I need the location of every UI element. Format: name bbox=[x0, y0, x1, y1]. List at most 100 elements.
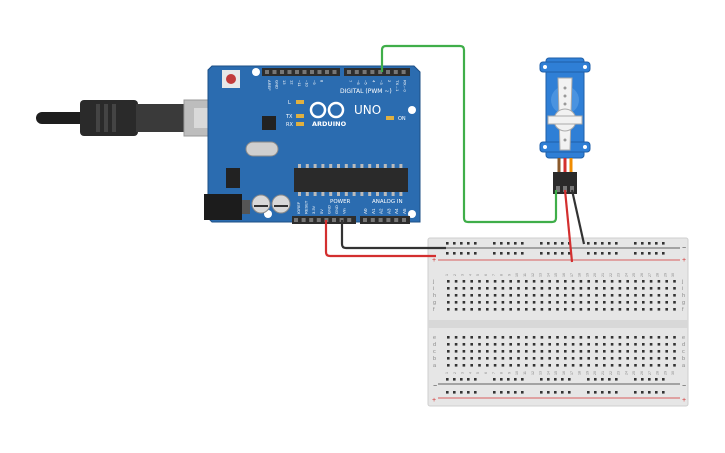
bb-hole[interactable] bbox=[634, 343, 637, 346]
bb-hole[interactable] bbox=[571, 294, 575, 297]
rail-hole[interactable] bbox=[568, 391, 571, 394]
bb-hole[interactable] bbox=[642, 350, 645, 353]
bb-hole[interactable] bbox=[462, 350, 466, 353]
bb-hole[interactable] bbox=[626, 364, 629, 367]
bb-hole[interactable] bbox=[603, 336, 606, 339]
bb-hole[interactable] bbox=[501, 343, 505, 346]
bb-hole[interactable] bbox=[525, 364, 528, 367]
bb-hole[interactable] bbox=[665, 280, 668, 283]
pin-hole[interactable] bbox=[287, 70, 292, 74]
bb-hole[interactable] bbox=[571, 308, 575, 311]
bb-hole[interactable] bbox=[532, 357, 536, 360]
bb-hole[interactable] bbox=[665, 357, 668, 360]
bb-hole[interactable] bbox=[556, 364, 559, 367]
bb-hole[interactable] bbox=[649, 287, 653, 290]
rail-hole[interactable] bbox=[634, 252, 637, 255]
bb-hole[interactable] bbox=[486, 308, 489, 311]
rail-hole[interactable] bbox=[641, 242, 644, 245]
rail-hole[interactable] bbox=[467, 378, 470, 381]
rail-hole[interactable] bbox=[474, 252, 477, 255]
pin-hole[interactable] bbox=[316, 218, 321, 222]
rail-hole[interactable] bbox=[500, 391, 503, 394]
bb-hole[interactable] bbox=[642, 308, 645, 311]
bb-hole[interactable] bbox=[642, 301, 645, 304]
bb-hole[interactable] bbox=[579, 336, 583, 339]
bb-hole[interactable] bbox=[642, 343, 645, 346]
rail-hole[interactable] bbox=[587, 391, 590, 394]
servo-ground-wire[interactable] bbox=[570, 189, 586, 245]
5v-power-wire[interactable] bbox=[324, 220, 436, 258]
bb-hole[interactable] bbox=[587, 336, 590, 339]
digital-pin-holes[interactable] bbox=[265, 70, 406, 74]
bb-hole[interactable] bbox=[501, 294, 505, 297]
bb-hole[interactable] bbox=[665, 287, 668, 290]
bb-hole[interactable] bbox=[626, 357, 629, 360]
bb-hole[interactable] bbox=[564, 294, 567, 297]
pin-hole[interactable] bbox=[332, 70, 337, 74]
bb-hole[interactable] bbox=[462, 343, 466, 346]
rail-hole[interactable] bbox=[641, 391, 644, 394]
rail-hole[interactable] bbox=[554, 378, 557, 381]
bb-hole[interactable] bbox=[486, 280, 489, 283]
bb-hole[interactable] bbox=[571, 280, 575, 283]
bb-hole[interactable] bbox=[665, 364, 668, 367]
bb-hole[interactable] bbox=[470, 287, 473, 290]
pin-hole[interactable] bbox=[363, 218, 367, 222]
bb-hole[interactable] bbox=[493, 287, 497, 290]
bb-hole[interactable] bbox=[447, 287, 450, 290]
bb-hole[interactable] bbox=[587, 287, 590, 290]
bb-hole[interactable] bbox=[525, 280, 528, 283]
bb-hole[interactable] bbox=[478, 308, 481, 311]
bb-hole[interactable] bbox=[478, 364, 481, 367]
bb-hole[interactable] bbox=[673, 280, 676, 283]
bb-hole[interactable] bbox=[525, 350, 528, 353]
rail-hole[interactable] bbox=[507, 391, 510, 394]
rail-hole[interactable] bbox=[453, 242, 456, 245]
bb-hole[interactable] bbox=[618, 294, 622, 297]
bb-hole[interactable] bbox=[454, 301, 458, 304]
bb-hole[interactable] bbox=[610, 350, 614, 353]
bb-hole[interactable] bbox=[665, 343, 668, 346]
bb-hole[interactable] bbox=[447, 343, 450, 346]
bb-hole[interactable] bbox=[579, 280, 583, 283]
rail-hole[interactable] bbox=[493, 252, 496, 255]
bb-hole[interactable] bbox=[501, 308, 505, 311]
bb-hole[interactable] bbox=[665, 294, 668, 297]
bb-hole[interactable] bbox=[540, 280, 544, 283]
bb-hole[interactable] bbox=[454, 343, 458, 346]
rail-hole[interactable] bbox=[493, 242, 496, 245]
bb-hole[interactable] bbox=[501, 301, 505, 304]
pin-hole[interactable] bbox=[378, 218, 383, 222]
rail-hole[interactable] bbox=[615, 391, 618, 394]
bb-hole[interactable] bbox=[564, 357, 567, 360]
rail-hole[interactable] bbox=[608, 378, 611, 381]
rail-hole[interactable] bbox=[662, 378, 665, 381]
bb-hole[interactable] bbox=[571, 357, 575, 360]
bb-hole[interactable] bbox=[673, 308, 676, 311]
rail-hole[interactable] bbox=[594, 242, 597, 245]
rail-hole[interactable] bbox=[662, 252, 665, 255]
breadboard-holes[interactable] bbox=[446, 242, 676, 394]
bb-hole[interactable] bbox=[579, 343, 583, 346]
rail-hole[interactable] bbox=[662, 391, 665, 394]
bb-hole[interactable] bbox=[595, 280, 598, 283]
bb-hole[interactable] bbox=[579, 308, 583, 311]
bb-hole[interactable] bbox=[470, 343, 473, 346]
bb-hole[interactable] bbox=[525, 343, 528, 346]
bb-hole[interactable] bbox=[610, 336, 614, 339]
rail-hole[interactable] bbox=[554, 252, 557, 255]
bb-hole[interactable] bbox=[532, 287, 536, 290]
bb-hole[interactable] bbox=[626, 280, 629, 283]
bb-hole[interactable] bbox=[571, 287, 575, 290]
bb-hole[interactable] bbox=[509, 294, 512, 297]
bb-hole[interactable] bbox=[447, 350, 450, 353]
rail-hole[interactable] bbox=[500, 378, 503, 381]
bb-hole[interactable] bbox=[571, 364, 575, 367]
bb-hole[interactable] bbox=[618, 350, 622, 353]
rail-hole[interactable] bbox=[561, 391, 564, 394]
bb-hole[interactable] bbox=[517, 336, 520, 339]
bb-hole[interactable] bbox=[447, 294, 450, 297]
bb-hole[interactable] bbox=[673, 350, 676, 353]
bb-hole[interactable] bbox=[525, 301, 528, 304]
bb-hole[interactable] bbox=[517, 364, 520, 367]
